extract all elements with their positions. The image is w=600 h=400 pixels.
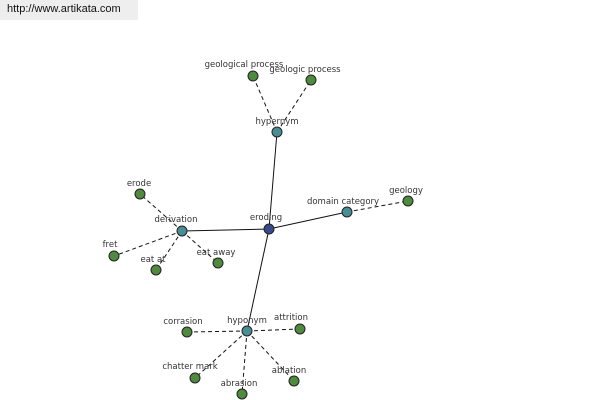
leaf-node-abrasion[interactable]: [236, 388, 248, 400]
edge-hyponym-abrasion: [241, 330, 248, 395]
edge-hyponym-chatter-mark: [194, 330, 248, 379]
nodes-layer: eroding hypernym geological process geol…: [103, 60, 423, 400]
leaf-node-corrasion[interactable]: [181, 326, 193, 338]
leaf-node-label-geological-process: geological process: [205, 60, 284, 70]
edge-domain-category-geology: [346, 200, 409, 213]
leaf-node-label-eat-at: eat at: [140, 255, 166, 265]
relation-node-label-domain-category: domain category: [307, 197, 379, 207]
source-url-label: http://www.artikata.com: [0, 0, 138, 20]
leaf-node-label-attrition: attrition: [274, 313, 308, 323]
edge-hypernym-geologic-process: [276, 79, 312, 133]
relation-node-derivation[interactable]: [176, 225, 188, 237]
leaf-node-label-geologic-process: geologic process: [269, 65, 341, 75]
edge-hyponym-corrasion: [186, 330, 248, 333]
edge-derivation-eat-at: [155, 230, 183, 271]
edge-derivation-fret: [113, 230, 183, 257]
leaf-node-label-erode: erode: [127, 179, 151, 189]
leaf-node-label-chatter-mark: chatter mark: [162, 362, 217, 372]
relation-node-label-hypernym: hypernym: [255, 117, 298, 127]
leaf-node-erode[interactable]: [134, 188, 146, 200]
edge-derivation-eat-away: [181, 230, 219, 264]
relation-node-domain-category[interactable]: [341, 206, 353, 218]
edge-eroding-hypernym: [268, 131, 278, 230]
relation-node-hyponym[interactable]: [241, 325, 253, 337]
leaf-node-fret[interactable]: [108, 250, 120, 262]
leaf-node-label-fret: fret: [103, 240, 119, 250]
leaf-node-label-ablation: ablation: [272, 366, 306, 376]
leaf-node-label-corrasion: corrasion: [163, 317, 202, 327]
edge-eroding-domain-category: [268, 211, 348, 230]
leaf-node-geological-process[interactable]: [247, 70, 259, 82]
leaf-node-label-eat-away: eat away: [197, 248, 236, 258]
center-node[interactable]: [263, 223, 275, 235]
edge-hyponym-ablation: [246, 330, 295, 382]
relation-node-hypernym[interactable]: [271, 126, 283, 138]
relation-node-label-derivation: derivation: [154, 215, 197, 225]
edge-derivation-erode: [139, 193, 183, 232]
leaf-node-eat-away[interactable]: [212, 257, 224, 269]
edge-eroding-derivation: [181, 228, 270, 232]
leaf-node-geology[interactable]: [402, 195, 414, 207]
leaf-node-label-abrasion: abrasion: [221, 379, 258, 389]
leaf-node-attrition[interactable]: [294, 323, 306, 335]
edges-layer: [113, 75, 409, 395]
leaf-node-ablation[interactable]: [288, 375, 300, 387]
leaf-node-chatter-mark[interactable]: [189, 372, 201, 384]
leaf-node-eat-at[interactable]: [150, 264, 162, 276]
leaf-node-label-geology: geology: [389, 186, 423, 196]
edge-hyponym-attrition: [246, 328, 301, 332]
relation-node-label-hyponym: hyponym: [227, 316, 267, 326]
edge-eroding-hyponym: [246, 228, 270, 332]
center-node-label: eroding: [250, 213, 282, 223]
leaf-node-geologic-process[interactable]: [305, 74, 317, 86]
edge-hypernym-geological-process: [252, 75, 278, 133]
